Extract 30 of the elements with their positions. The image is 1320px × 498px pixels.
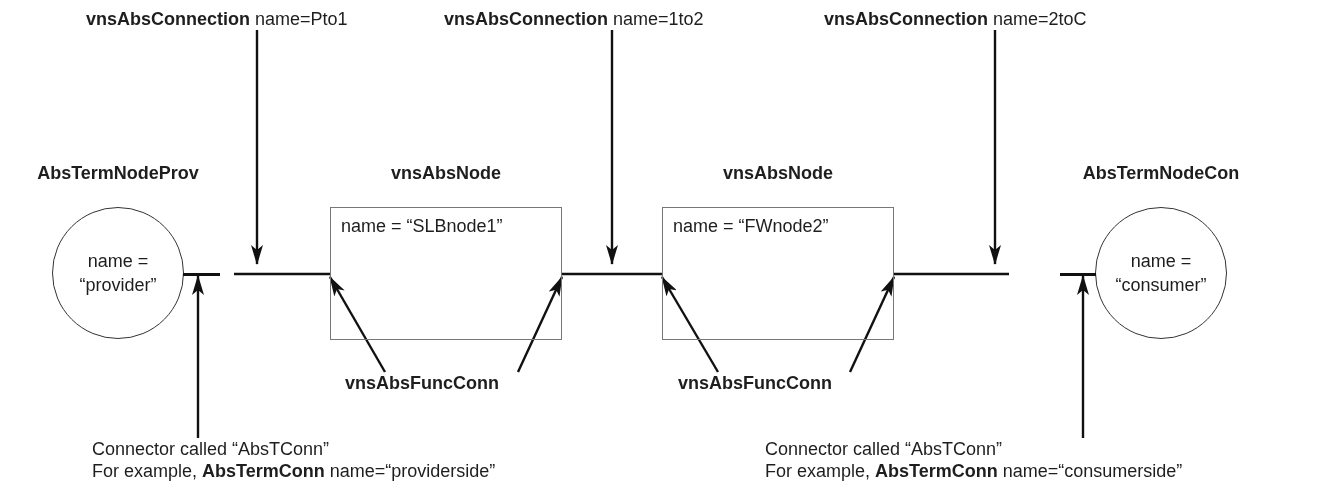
node-heading: vnsAbsNode xyxy=(390,162,502,184)
node-heading: AbsTermNodeProv xyxy=(36,162,200,184)
arrow xyxy=(606,30,618,265)
node-heading: AbsTermNodeCon xyxy=(1081,162,1241,184)
arrow xyxy=(516,276,564,373)
arrow xyxy=(328,276,387,373)
connection-label: vnsAbsConnection name=1to2 xyxy=(444,8,784,30)
node-name-label: name = “SLBnode1” xyxy=(341,215,503,238)
connection-label: vnsAbsConnection name=2toC xyxy=(824,8,1164,30)
arrow xyxy=(848,276,896,373)
arrow xyxy=(251,30,263,265)
node-name-label: name = “FWnode2” xyxy=(673,215,829,238)
connector-note: Connector called “AbsTConn” xyxy=(92,438,331,460)
connector-stub xyxy=(183,273,220,276)
connection-line xyxy=(234,272,330,276)
connector-stub xyxy=(1060,273,1096,276)
connector-note: For example, AbsTermConn name=“providerside” xyxy=(92,460,497,482)
node-name-label: name = “provider” xyxy=(78,250,158,297)
connection-line xyxy=(562,272,662,276)
node-heading: vnsAbsNode xyxy=(722,162,834,184)
node-name-label: name = “consumer” xyxy=(1114,250,1208,297)
arrow xyxy=(989,30,1001,265)
connector-note: Connector called “AbsTConn” xyxy=(765,438,1004,460)
arrow xyxy=(192,275,204,438)
arrow xyxy=(660,276,720,373)
function-connector-label: vnsAbsFuncConn xyxy=(678,372,878,394)
arrow xyxy=(1077,275,1089,438)
connection-label: vnsAbsConnection name=Pto1 xyxy=(86,8,426,30)
function-connector-label: vnsAbsFuncConn xyxy=(345,372,545,394)
connector-note: For example, AbsTermConn name=“consumerside” xyxy=(765,460,1184,482)
